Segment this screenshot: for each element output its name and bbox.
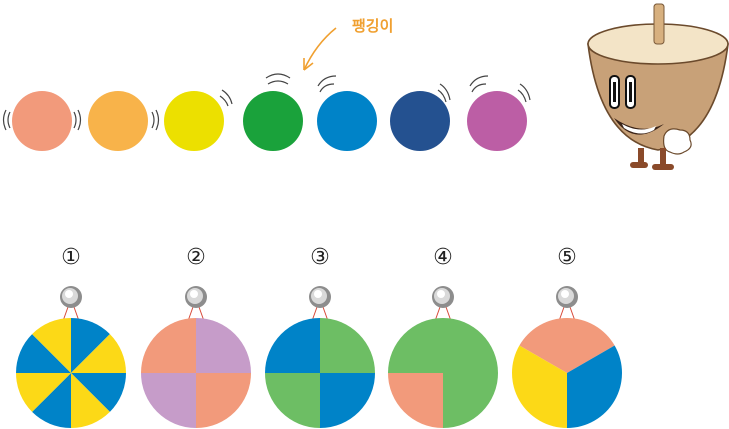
disc-sector <box>196 318 251 373</box>
color-circle-7 <box>467 91 527 151</box>
metal-hook-icon <box>185 286 207 308</box>
disc-sector <box>71 334 126 373</box>
color-spin-row <box>12 91 527 151</box>
disc-sector <box>32 318 71 373</box>
disc-sector <box>16 373 71 412</box>
color-circle-6 <box>390 91 450 151</box>
motion-marks <box>2 73 531 131</box>
disc-sector <box>141 373 196 428</box>
color-circle-4 <box>243 91 303 151</box>
metal-hook-icon <box>309 286 331 308</box>
options-row: ① ② ③ ④ ⑤ <box>16 245 622 428</box>
disc-sector <box>71 318 110 373</box>
metal-hook-icon <box>60 286 82 308</box>
disc-sector <box>71 373 126 412</box>
metal-hook-icon <box>556 286 578 308</box>
label-group: 팽깅이 <box>303 17 393 71</box>
color-circle-3 <box>164 91 224 151</box>
option-4[interactable]: ④ <box>388 245 498 428</box>
option-number: ③ <box>310 245 330 270</box>
disc-sector <box>519 317 615 373</box>
spinning-top-character-icon <box>587 3 729 170</box>
curved-arrow-icon <box>303 27 337 71</box>
disc-sector <box>320 373 375 428</box>
option-number: ② <box>186 245 206 270</box>
disc-sector <box>265 373 320 428</box>
disc-sector <box>32 373 71 428</box>
option-number: ① <box>61 245 81 270</box>
color-circle-5 <box>317 91 377 151</box>
option-1[interactable]: ① <box>16 245 126 428</box>
color-disc <box>265 318 375 428</box>
disc-sector <box>71 373 110 428</box>
disc-sector <box>388 318 443 373</box>
disc-sector <box>265 318 320 373</box>
disc-sector <box>320 318 375 373</box>
color-disc <box>388 318 498 428</box>
color-circle-1 <box>12 91 72 151</box>
color-disc <box>511 317 622 428</box>
option-3[interactable]: ③ <box>265 245 375 428</box>
option-number: ⑤ <box>557 245 577 270</box>
color-circle-2 <box>88 91 148 151</box>
disc-sector <box>511 345 567 428</box>
disc-sector <box>196 373 251 428</box>
color-disc <box>141 318 251 428</box>
disc-sector <box>16 334 71 373</box>
disc-sector <box>141 318 196 373</box>
disc-sector <box>443 318 498 428</box>
option-2[interactable]: ② <box>141 245 251 428</box>
option-number: ④ <box>433 245 453 270</box>
metal-hook-icon <box>432 286 454 308</box>
disc-sector <box>567 345 622 428</box>
disc-sector <box>388 373 443 428</box>
color-disc <box>16 318 126 428</box>
option-5[interactable]: ⑤ <box>511 245 622 428</box>
label-text: 팽깅이 <box>352 17 393 35</box>
